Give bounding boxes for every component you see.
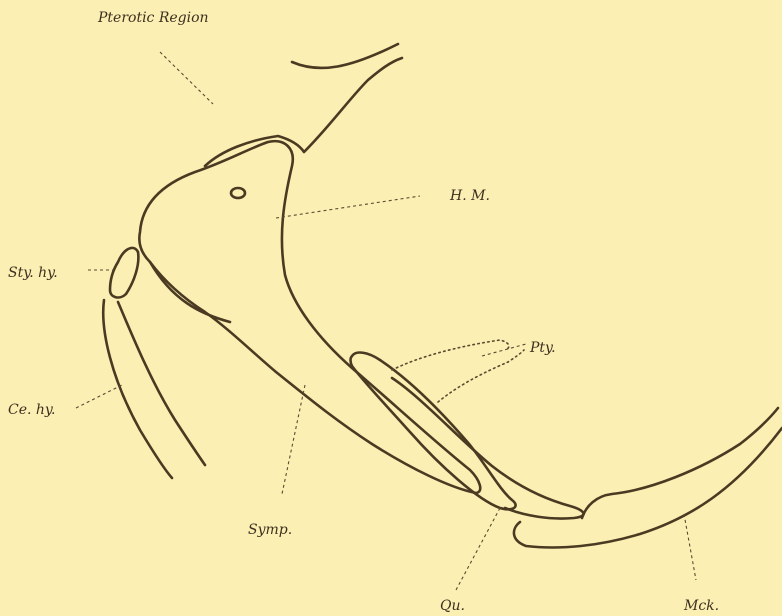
stylohyal-outline (110, 248, 138, 298)
quadrate-leader (456, 508, 500, 590)
hyomandibular-inner-edge (150, 262, 230, 322)
ceratohyal-label: Ce. hy. (8, 402, 55, 418)
stylohyal-label: Sty. hy. (8, 265, 58, 281)
ceratohyal-leader (76, 385, 122, 408)
pterygoid-outline (351, 353, 516, 510)
pterygoid-dotted-lower (438, 350, 524, 402)
pterotic-region-leader (160, 52, 213, 104)
hyomandibular-outline (139, 141, 480, 493)
pterotic-region-outline (292, 44, 398, 68)
quadrate-label: Qu. (440, 598, 465, 614)
hyomandibular-foramen (231, 188, 245, 198)
ceratohyal-outline-back (118, 302, 205, 465)
quadrate-outline (392, 378, 584, 519)
meckel-label: Mck. (683, 598, 719, 614)
pterygoid-dotted-outline (392, 340, 509, 370)
meckel-leader (684, 514, 696, 580)
pterotic-region-label: Pterotic Region (97, 10, 209, 26)
pterotic-region-lower-outline (205, 58, 402, 166)
pterygoid-label: Pty. (529, 340, 556, 356)
hyomandibular-leader (276, 196, 420, 218)
hyomandibular-label: H. M. (449, 188, 490, 204)
symplectic-leader (282, 385, 305, 494)
meckel-cartilage-upper-outline (582, 408, 778, 518)
symplectic-label: Symp. (248, 522, 292, 538)
